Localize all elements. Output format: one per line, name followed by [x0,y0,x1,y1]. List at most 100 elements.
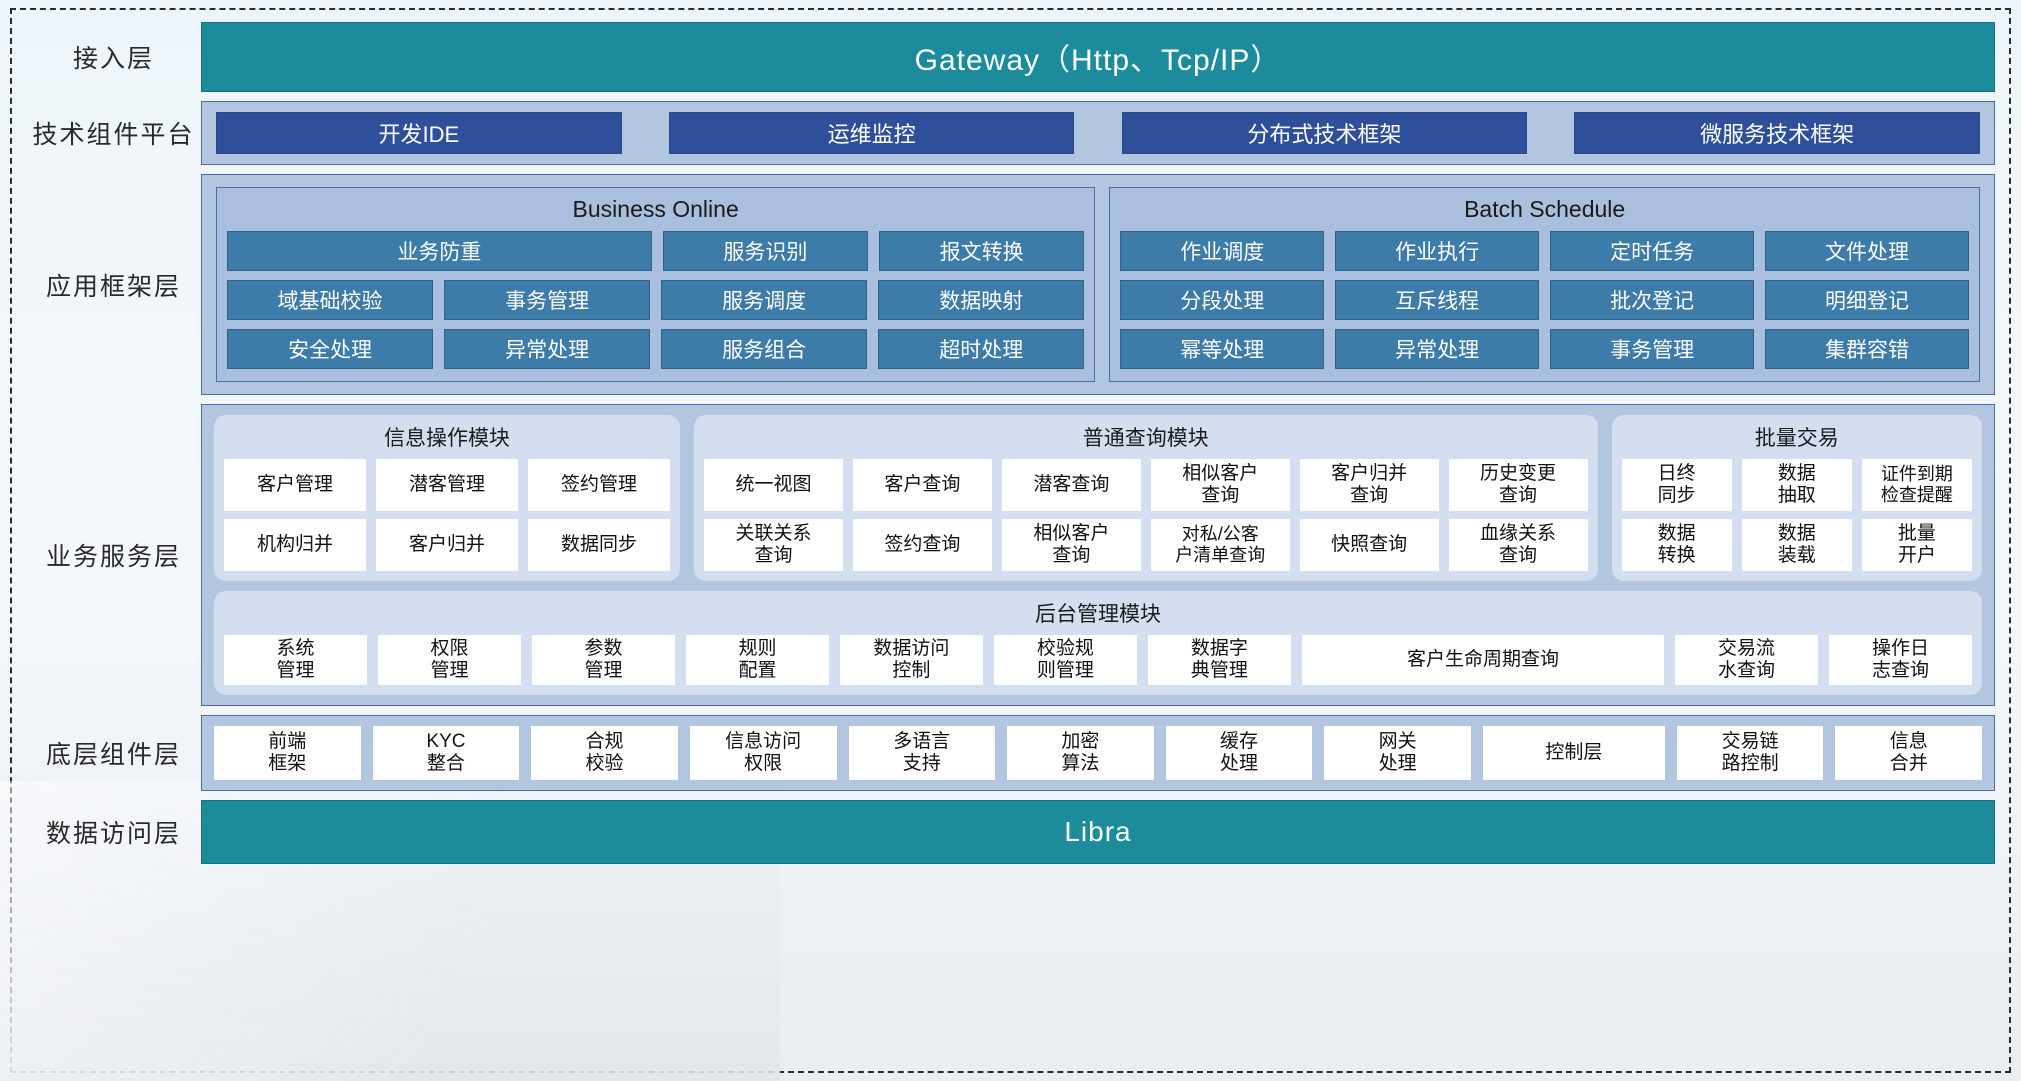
af-cell-timed-task[interactable]: 定时任务 [1550,231,1755,271]
cell-cache-processing[interactable]: 缓存 处理 [1165,726,1313,780]
app-framework-panel: Business Online 业务防重 服务识别 报文转换 域基础校验 事务管… [201,174,1995,395]
af-cell-detail-registration[interactable]: 明细登记 [1765,280,1970,320]
af-cell-timeout-handling[interactable]: 超时处理 [878,329,1085,369]
cell-rule-configuration[interactable]: 规则 配置 [685,635,829,685]
layer-label-tech-platform: 技术组件平台 [32,121,195,149]
cell-snapshot-query[interactable]: 快照查询 [1299,519,1439,571]
af-cell-transaction-mgmt-online[interactable]: 事务管理 [444,280,651,320]
cell-data-sync[interactable]: 数据同步 [528,519,671,571]
cell-customer-merge-query[interactable]: 客户归并 查询 [1299,459,1439,511]
cell-encryption-algorithm[interactable]: 加密 算法 [1007,726,1154,780]
batch-schedule-row-3: 幂等处理 异常处理 事务管理 集群容错 [1120,329,1970,369]
tech-chip-distributed-framework[interactable]: 分布式技术框架 [1121,112,1528,154]
module-common-query: 普通查询模块 统一视图 客户查询 潜客查询 相似客户 查询 客户归并 查询 历史… [694,415,1598,581]
libra-bar[interactable]: Libra [201,800,1995,864]
af-cell-service-identify[interactable]: 服务识别 [662,231,869,271]
cell-customer-merge[interactable]: 客户归并 [376,519,519,571]
batch-transaction-row-1: 日终 同步 数据 抽取 证件到期 检查提醒 [1621,459,1972,511]
cell-data-access-control[interactable]: 数据访问 控制 [839,635,983,685]
tech-chip-row: 开发IDE 运维监控 分布式技术框架 微服务技术框架 [216,112,1980,154]
af-cell-service-dispatch[interactable]: 服务调度 [661,280,868,320]
af-cell-business-dedup[interactable]: 业务防重 [227,231,652,271]
af-cell-job-execute[interactable]: 作业执行 [1335,231,1540,271]
af-cell-exception-handling-batch[interactable]: 异常处理 [1335,329,1540,369]
cell-multilanguage-support[interactable]: 多语言 支持 [848,726,996,780]
cell-control-layer[interactable]: 控制层 [1483,726,1665,780]
cell-data-transform[interactable]: 数据 转换 [1621,519,1732,571]
cell-blood-relationship-query[interactable]: 血缘关系 查询 [1448,519,1588,571]
af-cell-security-processing[interactable]: 安全处理 [227,329,434,369]
module-batch-transaction: 批量交易 日终 同步 数据 抽取 证件到期 检查提醒 数据 转换 数据 装载 [1611,415,1982,581]
cell-contract-management[interactable]: 签约管理 [528,459,671,511]
common-query-row-2: 关联关系 查询 签约查询 相似客户 查询 对私/公客 户清单查询 快照查询 血缘… [704,519,1588,571]
cell-kyc-integration[interactable]: KYC 整合 [372,726,520,780]
cell-day-end-sync[interactable]: 日终 同步 [1621,459,1732,511]
cell-customer-management[interactable]: 客户管理 [224,459,367,511]
cell-prospect-query[interactable]: 潜客查询 [1001,459,1141,511]
layer-label-business-service: 业务服务层 [45,543,181,571]
business-service-modules: 信息操作模块 客户管理 潜客管理 签约管理 机构归并 客户归并 [214,415,1982,581]
cell-history-change-query[interactable]: 历史变更 查询 [1448,459,1588,511]
tech-chip-ops-monitor[interactable]: 运维监控 [668,112,1075,154]
cell-system-management[interactable]: 系统 管理 [224,635,367,685]
af-cell-cluster-fault-tolerance[interactable]: 集群容错 [1765,329,1970,369]
cell-org-merge[interactable]: 机构归并 [224,519,367,571]
cell-operation-log-query[interactable]: 操作日 志查询 [1829,635,1973,685]
module-info-operation: 信息操作模块 客户管理 潜客管理 签约管理 机构归并 客户归并 [214,415,681,581]
layer-label-data-access: 数据访问层 [45,820,181,848]
cell-data-dictionary-management[interactable]: 数据字 典管理 [1147,635,1291,685]
cell-relationship-query[interactable]: 关联关系 查询 [704,519,843,571]
module-title-common-query: 普通查询模块 [1082,427,1209,450]
cell-frontend-framework[interactable]: 前端 框架 [214,726,361,780]
cell-transaction-link-control[interactable]: 交易链 路控制 [1676,726,1824,780]
layer-row-access: 接入层 Gateway（Http、Tcp/IP） [26,22,1995,92]
tech-chip-microservice-framework[interactable]: 微服务技术框架 [1574,112,1980,154]
af-cell-job-schedule[interactable]: 作业调度 [1120,231,1325,271]
af-cell-file-processing[interactable]: 文件处理 [1765,231,1970,271]
af-cell-domain-validation[interactable]: 域基础校验 [227,280,434,320]
business-online-row-2: 域基础校验 事务管理 服务调度 数据映射 [227,280,1085,320]
af-cell-batch-registration[interactable]: 批次登记 [1550,280,1755,320]
gateway-bar[interactable]: Gateway（Http、Tcp/IP） [201,22,1995,92]
cell-prospect-management[interactable]: 潜客管理 [376,459,519,511]
batch-schedule-row-1: 作业调度 作业执行 定时任务 文件处理 [1120,231,1970,271]
af-cell-mutex-thread[interactable]: 互斥线程 [1335,280,1540,320]
cell-permission-management[interactable]: 权限 管理 [377,635,521,685]
cell-gateway-processing[interactable]: 网关 处理 [1324,726,1471,780]
cell-validation-rule-management[interactable]: 校验规 则管理 [993,635,1137,685]
cell-data-extract[interactable]: 数据 抽取 [1741,459,1852,511]
group-title-business-online: Business Online [572,196,739,222]
af-cell-segment-processing[interactable]: 分段处理 [1120,280,1325,320]
cell-data-load[interactable]: 数据 装载 [1741,519,1852,571]
af-cell-transaction-mgmt-batch[interactable]: 事务管理 [1550,329,1755,369]
af-cell-service-composition[interactable]: 服务组合 [661,329,868,369]
af-cell-message-transform[interactable]: 报文转换 [879,231,1085,271]
cell-compliance-validation[interactable]: 合规 校验 [531,726,678,780]
common-query-row-1: 统一视图 客户查询 潜客查询 相似客户 查询 客户归并 查询 历史变更 查询 [704,459,1588,511]
cell-customer-query[interactable]: 客户查询 [852,459,992,511]
tech-chip-dev-ide[interactable]: 开发IDE [216,112,622,154]
cell-batch-account-open[interactable]: 批量 开户 [1861,519,1972,571]
af-cell-idempotent-processing[interactable]: 幂等处理 [1120,329,1325,369]
cell-contract-query[interactable]: 签约查询 [852,519,992,571]
cell-parameter-management[interactable]: 参数 管理 [531,635,675,685]
cell-info-access-permission[interactable]: 信息访问 权限 [689,726,837,780]
af-cell-data-mapping[interactable]: 数据映射 [878,280,1085,320]
group-title-batch-schedule: Batch Schedule [1464,196,1626,222]
cell-similar-customer-query-2[interactable]: 相似客户 查询 [1001,519,1141,571]
cell-certificate-expiry-reminder[interactable]: 证件到期 检查提醒 [1861,459,1972,511]
business-online-row-3: 安全处理 异常处理 服务组合 超时处理 [227,329,1085,369]
group-batch-schedule: Batch Schedule 作业调度 作业执行 定时任务 文件处理 分段处理 … [1109,187,1980,382]
layer-stack: 接入层 Gateway（Http、Tcp/IP） 技术组件平台 开发IDE 运维… [26,22,1995,864]
af-cell-exception-handling-online[interactable]: 异常处理 [444,329,651,369]
batch-transaction-row-2: 数据 转换 数据 装载 批量 开户 [1621,519,1972,571]
business-service-panel: 信息操作模块 客户管理 潜客管理 签约管理 机构归并 客户归并 [201,404,1995,706]
module-title-batch-transaction: 批量交易 [1754,427,1839,450]
cell-info-merge[interactable]: 信息 合并 [1835,726,1983,780]
cell-private-corporate-customer-list-query[interactable]: 对私/公客 户清单查询 [1150,519,1290,571]
cell-similar-customer-query-1[interactable]: 相似客户 查询 [1150,459,1290,511]
cell-customer-lifecycle-query[interactable]: 客户生命周期查询 [1301,635,1665,685]
cell-transaction-flow-query[interactable]: 交易流 水查询 [1675,635,1819,685]
cell-unified-view[interactable]: 统一视图 [704,459,843,511]
